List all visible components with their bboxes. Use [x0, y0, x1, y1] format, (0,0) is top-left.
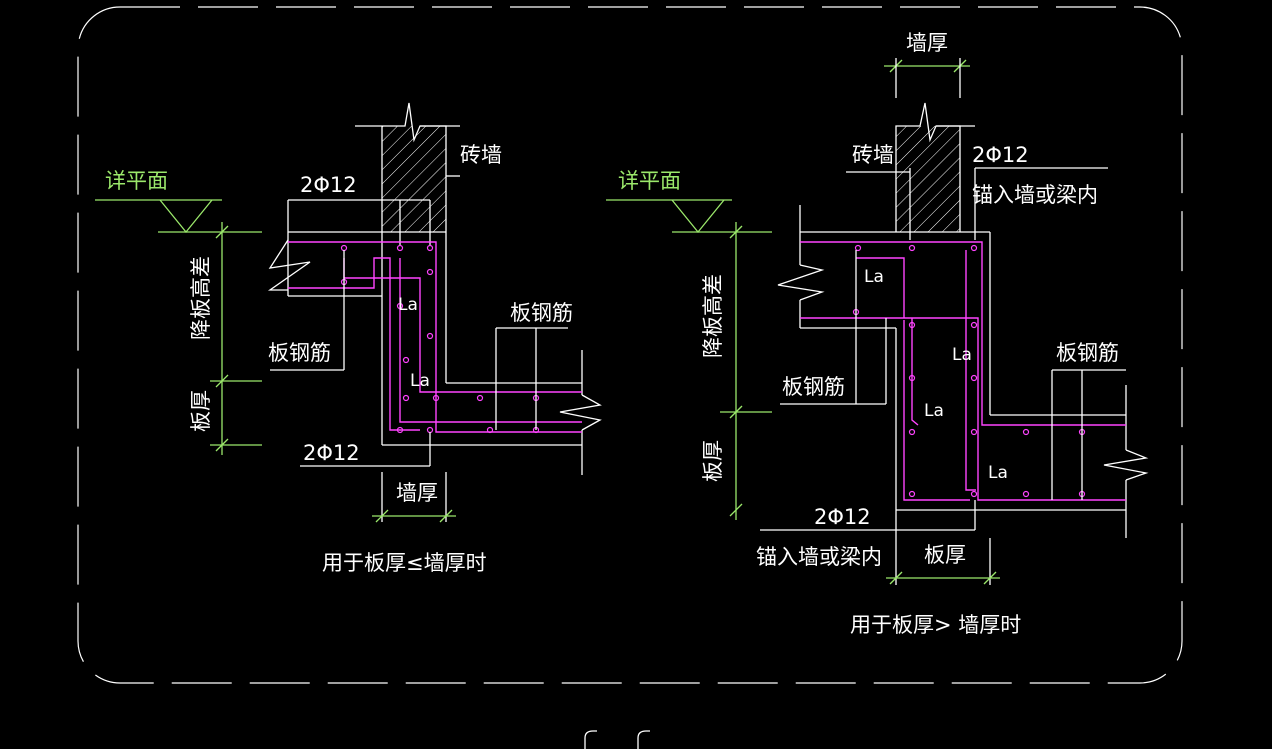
anchor-length-label: La — [952, 345, 972, 365]
break-mark — [777, 264, 825, 301]
rebar-dot — [476, 394, 484, 402]
wall-thickness-label: 墙厚 — [396, 481, 438, 505]
rebar-dot — [1022, 490, 1030, 498]
dim-tick — [729, 225, 743, 239]
dim-tick — [215, 225, 229, 239]
rebar-outer — [288, 241, 582, 433]
drop-height-label: 降板高差 — [189, 256, 213, 340]
rebar-dot — [486, 426, 494, 434]
caption-left: 用于板厚≤墙厚时 — [322, 551, 487, 575]
caption-right: 用于板厚> 墙厚时 — [850, 613, 1021, 637]
anchor-length-label: La — [864, 267, 884, 287]
anchor-note-bottom: 锚入墙或梁内 — [756, 545, 882, 569]
rebar-dot — [402, 394, 410, 402]
left-detail: 砖墙 2Φ12 详平面 降板高差 板厚 板钢筋 板钢筋 La La 2Φ12 墙… — [95, 102, 602, 575]
rebar-dot — [970, 321, 978, 329]
rebar-dot — [908, 428, 916, 436]
bottom-mark — [637, 730, 650, 749]
drawing-border — [77, 6, 1183, 684]
rebar-dot — [908, 374, 916, 382]
rebar-bottom-label: 2Φ12 — [303, 441, 360, 465]
slab-rebar-left-label: 板钢筋 — [268, 341, 331, 365]
rebar-dot — [432, 394, 440, 402]
rebar-dot — [426, 268, 434, 276]
brick-wall-hatch — [382, 126, 446, 232]
rebar-dot — [970, 244, 978, 252]
bottom-mark — [584, 730, 597, 749]
rebar-bottom-label: 2Φ12 — [814, 505, 871, 529]
dim-tick — [729, 503, 743, 517]
rebar-dot — [340, 244, 348, 252]
rebar-anchor — [903, 320, 970, 501]
slab-rebar-left-label: 板钢筋 — [782, 375, 845, 399]
rebar-anchor — [965, 250, 976, 491]
rebar-anchor — [856, 257, 905, 318]
rebar-dot — [1022, 428, 1030, 436]
dim-tick — [215, 438, 229, 452]
anchor-length-label: La — [410, 371, 430, 391]
rebar-dot — [426, 426, 434, 434]
rebar-dot — [426, 244, 434, 252]
rebar-dot — [854, 244, 862, 252]
rebar-dot — [908, 490, 916, 498]
elevation-triangle — [671, 199, 725, 234]
rebar-dot — [970, 490, 978, 498]
rebar-top-label: 2Φ12 — [300, 173, 357, 197]
brick-wall-label: 砖墙 — [460, 143, 502, 167]
rebar-dot — [970, 428, 978, 436]
brick-wall-label: 砖墙 — [852, 143, 894, 167]
rebar-dot — [908, 244, 916, 252]
break-mark — [559, 394, 602, 431]
dim-tick — [889, 571, 903, 585]
break-mark — [1103, 449, 1149, 481]
rebar-dot — [426, 332, 434, 340]
rebar-anchor — [343, 258, 582, 393]
ref-plan-label: 详平面 — [105, 169, 168, 193]
elevation-triangle — [159, 199, 213, 234]
rebar-dot — [402, 356, 410, 364]
anchor-length-label: La — [924, 401, 944, 421]
dim-tick — [375, 509, 389, 523]
slab-thickness-bottom-label: 板厚 — [924, 543, 966, 567]
ref-plan-label: 详平面 — [618, 169, 681, 193]
slab-rebar-right-label: 板钢筋 — [510, 301, 573, 325]
rebar-dot — [908, 321, 916, 329]
rebar-anchor — [399, 258, 582, 423]
slab-thickness-side-label: 板厚 — [701, 440, 725, 482]
dim-tick — [439, 509, 453, 523]
rebar-dot — [970, 374, 978, 382]
rebar-dot — [396, 302, 404, 310]
anchor-length-label: La — [988, 463, 1008, 483]
anchor-note-top: 锚入墙或梁内 — [972, 183, 1098, 207]
dim-tick — [215, 374, 229, 388]
rebar-dot — [396, 426, 404, 434]
rebar-anchor — [911, 318, 919, 426]
rebar-dot — [396, 244, 404, 252]
brick-wall-outline — [355, 102, 447, 383]
right-detail: 墙厚 砖墙 2Φ12 锚入墙或梁内 详平面 降板高差 板厚 板钢筋 板钢筋 La… — [606, 31, 1149, 637]
rebar-top-label: 2Φ12 — [972, 143, 1029, 167]
wall-thickness-top-label: 墙厚 — [906, 31, 948, 55]
brick-wall-hatch — [896, 126, 960, 232]
slab-rebar-right-label: 板钢筋 — [1056, 341, 1119, 365]
break-mark — [267, 239, 311, 291]
slab-thickness-label: 板厚 — [189, 390, 213, 432]
rebar-inner — [288, 257, 420, 431]
anchor-length-label: La — [398, 295, 418, 315]
drop-height-label: 降板高差 — [701, 274, 725, 358]
dim-tick — [983, 571, 997, 585]
dim-tick — [729, 405, 743, 419]
rebar-outer — [800, 241, 1126, 426]
